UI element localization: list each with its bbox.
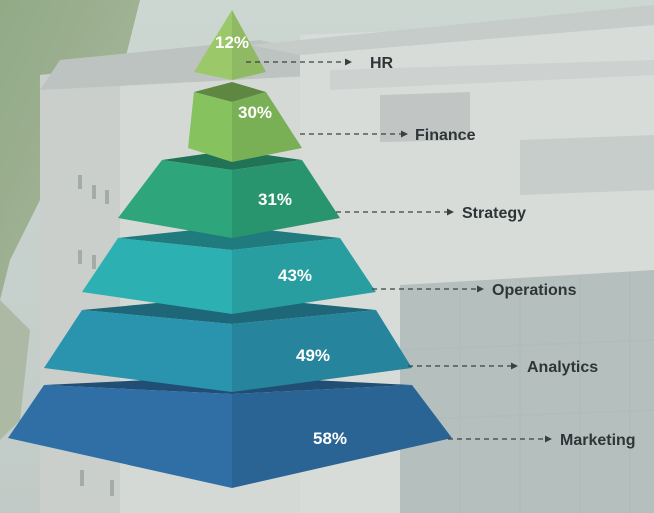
callouts: HR FinanceStrategyOperationsAnalyticsMark… bbox=[246, 55, 636, 449]
tier-percent: 31% bbox=[258, 190, 292, 209]
callout-5: Analytics bbox=[408, 359, 598, 376]
arrowhead-icon bbox=[511, 362, 518, 370]
pyramid: 58% 49% 43% 31% 30% 12% bbox=[8, 10, 452, 488]
pyramid-tier-4: 43% bbox=[82, 226, 376, 314]
arrowhead-icon bbox=[401, 130, 408, 138]
tier-label: Finance bbox=[415, 127, 476, 144]
pyramid-tier-1: 12% bbox=[194, 10, 266, 80]
tier-percent: 12% bbox=[215, 33, 249, 52]
pyramid-tier-2: 30% bbox=[188, 82, 302, 162]
callout-1: HR bbox=[246, 55, 394, 72]
callout-2: Finance bbox=[300, 127, 476, 144]
tier-right-face bbox=[232, 160, 340, 238]
arrowhead-icon bbox=[447, 208, 454, 216]
tier-label: Analytics bbox=[527, 359, 598, 376]
callout-6: Marketing bbox=[448, 432, 636, 449]
tier-top-cap bbox=[194, 82, 266, 102]
tier-right-face bbox=[232, 92, 302, 162]
tier-percent: 30% bbox=[238, 103, 272, 122]
callout-3: Strategy bbox=[336, 205, 526, 222]
tier-left-face bbox=[118, 160, 232, 238]
pyramid-tier-5: 49% bbox=[44, 296, 412, 392]
arrowhead-icon bbox=[345, 58, 352, 66]
tier-left-face bbox=[82, 238, 232, 314]
tier-left-face bbox=[194, 10, 232, 80]
tier-label: Operations bbox=[492, 282, 577, 299]
tier-left-face bbox=[188, 92, 232, 162]
arrowhead-icon bbox=[545, 435, 552, 443]
tier-left-face bbox=[44, 310, 232, 392]
tier-label: Marketing bbox=[560, 432, 636, 449]
callout-4: Operations bbox=[372, 282, 577, 299]
tier-right-face bbox=[232, 238, 376, 314]
tier-percent: 43% bbox=[278, 266, 312, 285]
tier-percent: 58% bbox=[313, 429, 347, 448]
tier-right-face bbox=[232, 385, 452, 488]
tier-right-face bbox=[232, 310, 412, 392]
arrowhead-icon bbox=[477, 285, 484, 293]
tier-left-face bbox=[8, 385, 232, 488]
tier-top-cap bbox=[118, 226, 340, 250]
tier-percent: 49% bbox=[296, 346, 330, 365]
tier-label: HR bbox=[370, 55, 394, 72]
tier-label: Strategy bbox=[462, 205, 526, 222]
